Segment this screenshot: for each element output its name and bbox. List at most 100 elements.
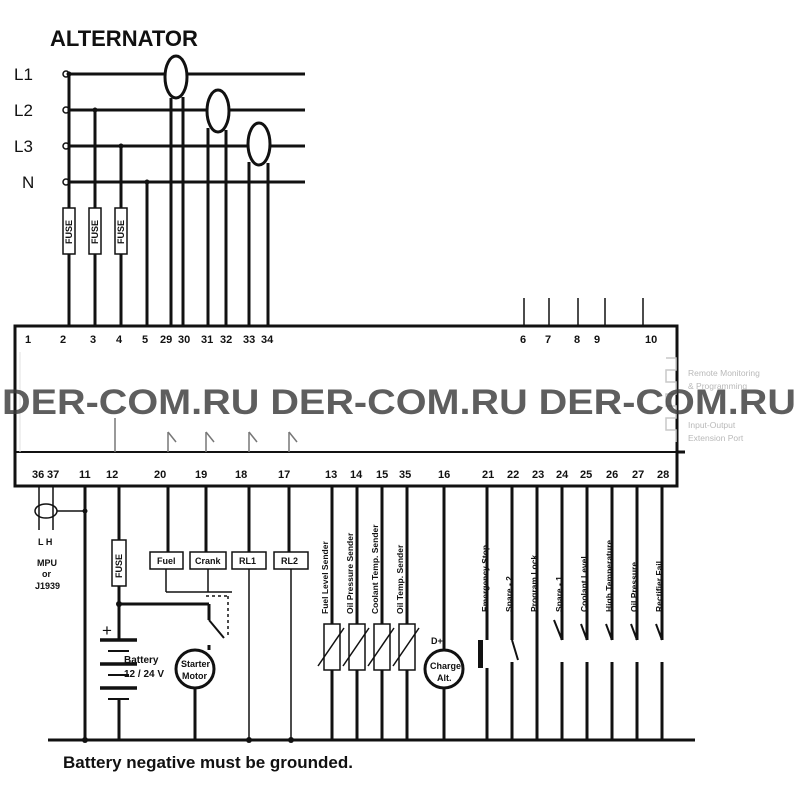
relay-crank-label: Crank [195,556,222,566]
input-oil-pressure-label: Oil Pressure [629,562,639,612]
charge-d-plus-label: D+ [431,636,443,646]
fuel-level-sender-label: Fuel Level Sender [320,541,330,614]
input-coolant-level-label: Coolant Level [579,556,589,612]
port-label-line3: Input-Output [688,420,736,430]
fuse-l1: FUSE [62,207,76,255]
terminal-33: 33 [243,334,255,346]
battery-voltage-label: 12 / 24 V [124,669,164,680]
port-label-line1: Remote Monitoring [688,368,760,378]
terminal-25: 25 [580,469,592,481]
current-transformer-l3 [246,121,272,326]
terminal-28: 28 [657,469,669,481]
terminal-14: 14 [350,469,363,481]
oil-pressure-sender-label: Oil Pressure Sender [345,532,355,614]
phase-label-n: N [22,173,34,192]
mpu-connection: L H MPU or J1939 [34,486,88,591]
terminal-5: 5 [142,334,148,346]
terminal-18: 18 [235,469,247,481]
svg-text:FUSE: FUSE [90,220,100,244]
mpu-label: MPU [37,558,57,568]
svg-text:FUSE: FUSE [116,220,126,244]
terminal-35: 35 [399,469,411,481]
input-spare-2-label: Spare - 2 [504,576,514,612]
relay-outputs: Fuel Crank RL1 RL2 [149,486,309,743]
motor-label: Motor [182,671,207,681]
terminal-26: 26 [606,469,618,481]
terminal-37: 37 [47,469,59,481]
coolant-temp-sender-label: Coolant Temp. Sender [370,524,380,614]
terminal-30: 30 [178,334,190,346]
j1939-label: J1939 [35,581,60,591]
port-label-line2: & Programming [688,381,747,391]
input-program-lock-label: Program Lock [529,555,539,612]
terminal-34: 34 [261,334,274,346]
mpu-lh-label: L H [38,537,52,547]
phase-label-l2: L2 [14,101,33,120]
terminal-7: 7 [545,334,551,346]
controller-body [13,324,679,488]
terminal-8: 8 [574,334,580,346]
battery-supply: FUSE + Battery 12 / 24 V [100,486,209,740]
terminal-29: 29 [160,334,172,346]
terminal-27: 27 [632,469,644,481]
watermark: DER-COM.RU DER-COM.RU DER-COM.RU [2,383,796,422]
terminal-10: 10 [645,334,657,346]
ground-note: Battery negative must be grounded. [63,753,353,772]
port-label-line4: Extension Port [688,433,744,443]
relay-rl1-label: RL1 [239,556,256,566]
terminal-23: 23 [532,469,544,481]
phase-label-l3: L3 [14,137,33,156]
terminal-6: 6 [520,334,526,346]
terminal-1: 1 [25,334,31,346]
terminal-2: 2 [60,334,66,346]
top-right-stubs [523,298,644,326]
svg-text:FUSE: FUSE [64,220,74,244]
terminal-32: 32 [220,334,232,346]
terminal-9: 9 [594,334,600,346]
input-emergency-stop-label: Emergency Stop [480,545,490,612]
phase-label-l1: L1 [14,65,33,84]
terminal-13: 13 [325,469,337,481]
charge-alternator: D+ Charge Alt. [423,486,465,740]
supply-fuse-label: FUSE [114,554,124,578]
charge-alt-label: Alt. [437,673,452,683]
terminal-4: 4 [116,334,123,346]
relay-contacts-internal [114,418,298,452]
terminal-22: 22 [507,469,519,481]
terminal-20: 20 [154,469,166,481]
terminal-36: 36 [32,469,44,481]
current-transformer-l2 [205,88,231,326]
terminal-24: 24 [556,469,569,481]
mpu-or-label: or [42,569,51,579]
fuse-l3: FUSE [114,207,128,255]
bottom-terminal-labels: 36 37 11 12 20 19 18 17 13 14 15 35 16 2… [32,469,669,481]
diagram-title: ALTERNATOR [50,26,198,51]
terminal-11: 11 [79,469,91,481]
sensor-senders: Fuel Level Sender Oil Pressure Sender Co… [317,486,420,740]
starter-label: Starter [181,659,211,669]
terminal-3: 3 [90,334,96,346]
charge-label: Charge [430,661,461,671]
terminal-21: 21 [482,469,494,481]
terminal-15: 15 [376,469,388,481]
terminal-17: 17 [278,469,290,481]
relay-fuel-label: Fuel [157,556,176,566]
oil-temp-sender-label: Oil Temp. Sender [395,544,405,614]
fuse-l2: FUSE [88,207,102,255]
voltage-sense-wires [66,71,150,326]
input-rectifier-fail-label: Rectifier Fail [654,561,664,612]
battery-label: Battery [124,655,159,666]
input-spare-1-label: Spare - 1 [554,576,564,612]
top-terminal-labels: 1 2 3 4 5 29 30 31 32 33 34 6 7 8 9 10 [25,334,657,346]
digital-inputs: Emergency Stop Spare - 2 Program Lock Sp… [478,486,664,740]
terminal-16: 16 [438,469,450,481]
battery-plus-label: + [102,621,112,640]
terminal-31: 31 [201,334,213,346]
input-high-temperature-label: High Temperature [604,540,614,612]
relay-rl2-label: RL2 [281,556,298,566]
starter-motor: Starter Motor [174,595,229,740]
terminal-19: 19 [195,469,207,481]
extension-port: Remote Monitoring & Programming Input-Ou… [665,357,760,443]
terminal-12: 12 [106,469,118,481]
